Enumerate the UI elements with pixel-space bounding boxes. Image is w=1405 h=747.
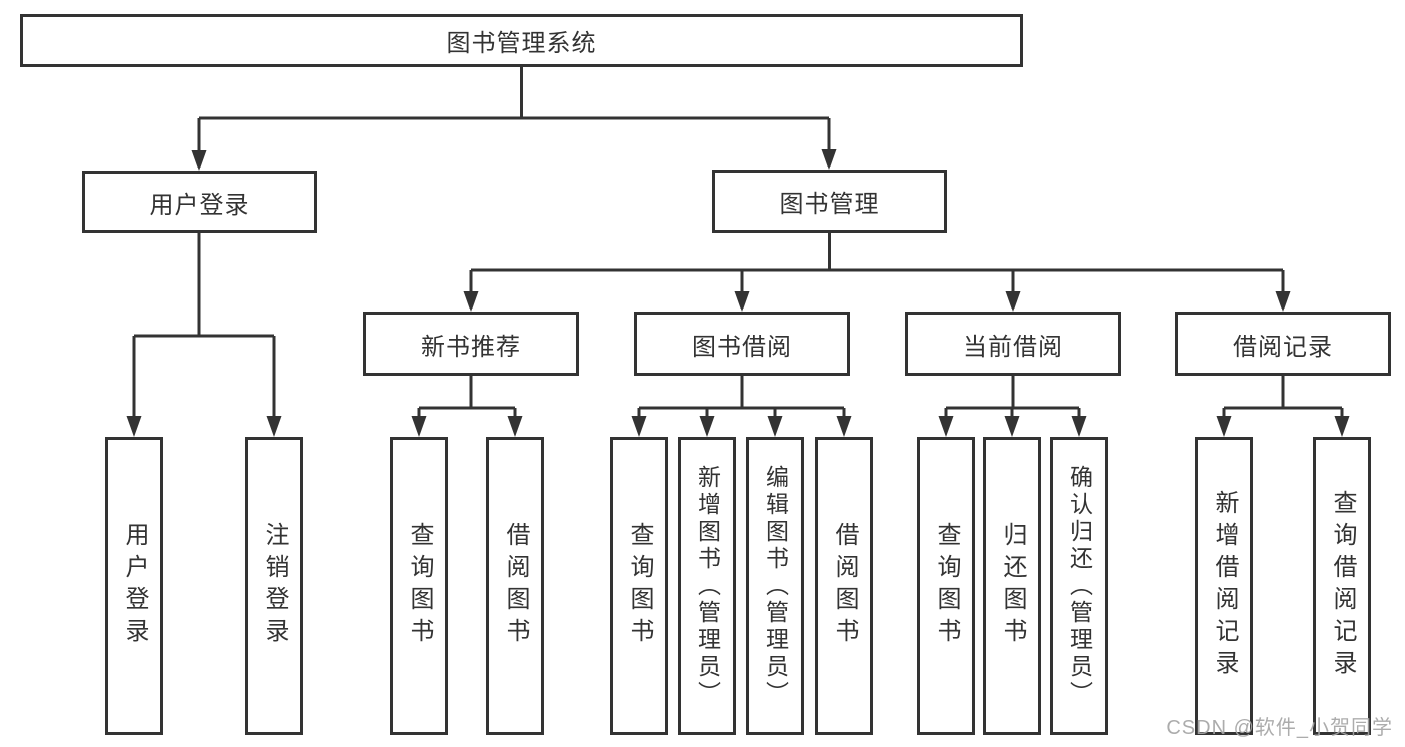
node-user-login-label: 用户登录 [149,191,250,219]
node-book-management-label: 图书管理 [779,191,880,218]
leaf-query-book-1-label: 查询图书 [406,522,433,650]
leaf-logout: 注销登录 [245,437,303,735]
leaf-confirm-return-admin: 确认归还（管理员） [1050,437,1108,735]
leaf-borrow-book-2: 借阅图书 [815,437,873,735]
leaf-add-borrow-record: 新增借阅记录 [1195,437,1253,735]
leaf-confirm-return-admin-label: 确认归还（管理员） [1066,464,1093,708]
node-book-borrow-label: 图书借阅 [692,333,792,361]
leaf-return-book-label: 归还图书 [999,522,1026,650]
leaf-query-book-3-label: 查询图书 [933,522,960,650]
leaf-query-book-3: 查询图书 [917,437,975,735]
leaf-add-book-admin-label: 新增图书（管理员） [694,464,721,708]
leaf-edit-book-admin-label: 编辑图书（管理员） [762,464,789,708]
leaf-query-borrow-record-label: 查询借阅记录 [1329,490,1356,682]
node-book-management: 图书管理 [712,170,947,233]
node-new-book-recommend-label: 新书推荐 [421,333,521,361]
node-current-borrow-label: 当前借阅 [963,333,1063,361]
leaf-user-login: 用户登录 [105,437,163,735]
leaf-query-book-2: 查询图书 [610,437,668,735]
leaf-borrow-book-1: 借阅图书 [486,437,544,735]
leaf-query-book-2-label: 查询图书 [626,522,653,650]
leaf-borrow-book-2-label: 借阅图书 [831,522,858,650]
node-borrow-records-label: 借阅记录 [1233,333,1333,361]
node-root-label: 图书管理系统 [446,30,597,57]
node-current-borrow: 当前借阅 [905,312,1121,376]
leaf-user-login-label: 用户登录 [121,522,148,650]
node-borrow-records: 借阅记录 [1175,312,1391,376]
node-user-login: 用户登录 [82,171,317,233]
leaf-query-borrow-record: 查询借阅记录 [1313,437,1371,735]
csdn-watermark: CSDN @软件_小贺同学 [1166,717,1393,739]
leaf-borrow-book-1-label: 借阅图书 [502,522,529,650]
leaf-edit-book-admin: 编辑图书（管理员） [746,437,804,735]
node-book-borrow: 图书借阅 [634,312,850,376]
node-new-book-recommend: 新书推荐 [363,312,579,376]
leaf-logout-label: 注销登录 [261,522,288,650]
leaf-query-book-1: 查询图书 [390,437,448,735]
leaf-return-book: 归还图书 [983,437,1041,735]
leaf-add-book-admin: 新增图书（管理员） [678,437,736,735]
leaf-add-borrow-record-label: 新增借阅记录 [1211,490,1238,682]
node-root: 图书管理系统 [20,14,1023,67]
